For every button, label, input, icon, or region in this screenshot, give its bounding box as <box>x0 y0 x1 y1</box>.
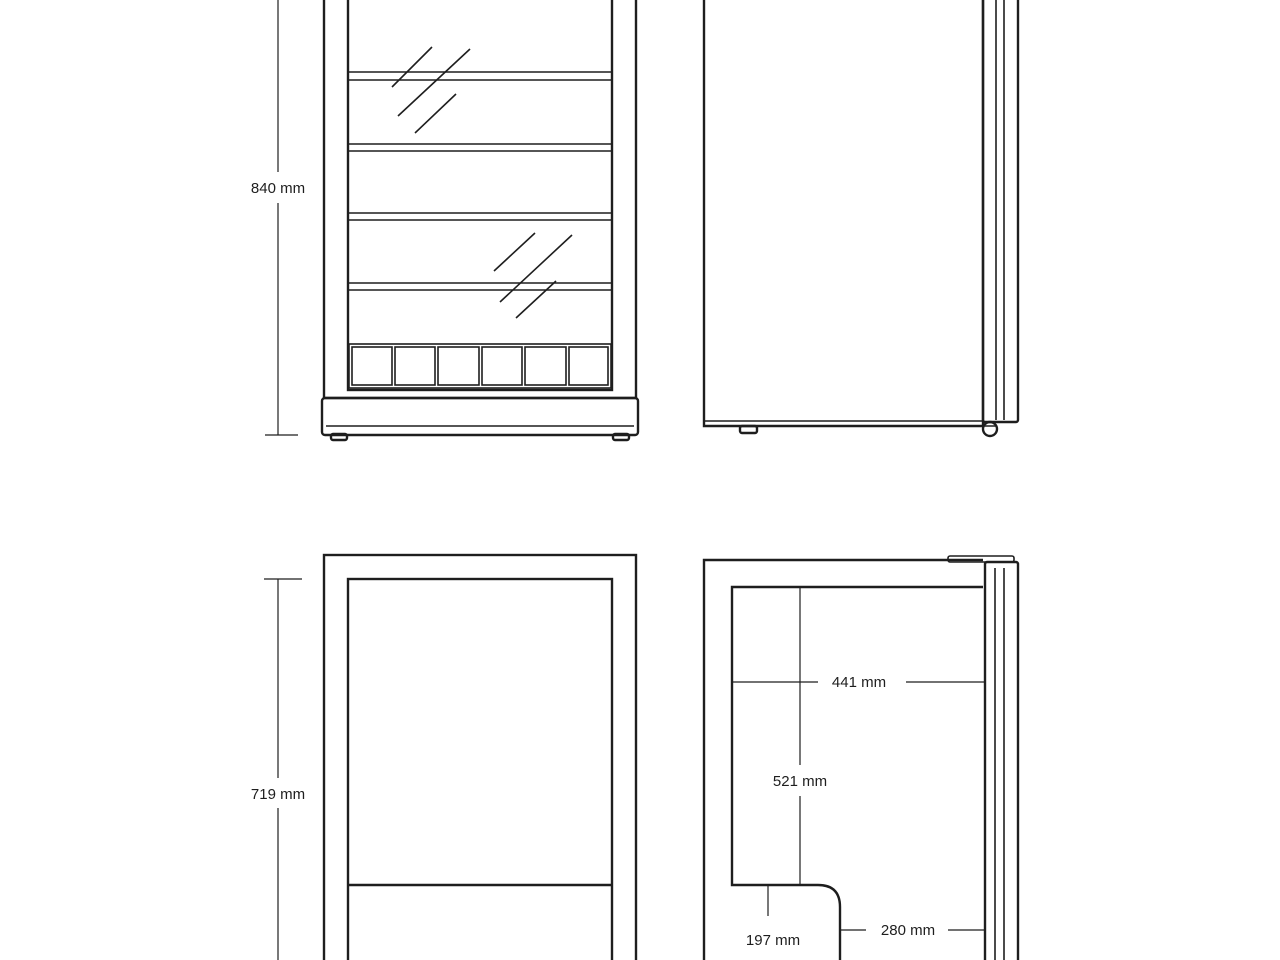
shelf <box>349 212 611 221</box>
crate <box>351 346 393 386</box>
glass-glare-mark <box>391 46 471 134</box>
front-cabinet-outline <box>322 0 638 400</box>
crate <box>524 346 567 386</box>
dimension-label-719: 719 mm <box>251 786 305 803</box>
shelves <box>349 71 611 291</box>
dimension-label-840: 840 mm <box>251 180 305 197</box>
top-hinge <box>947 555 1015 563</box>
shelf <box>349 143 611 152</box>
foot <box>329 432 349 442</box>
shelf <box>349 282 611 291</box>
dimension-label-441: 441 mm <box>832 674 886 691</box>
dimension-compressor-height: 197 mm <box>746 885 800 949</box>
dimension-depth-inner-top: 441 mm <box>732 674 985 691</box>
side-door-panel <box>981 0 1020 424</box>
crate <box>394 346 436 386</box>
front-view-glass-door <box>320 0 640 442</box>
glass-door-inner-frame <box>346 0 614 392</box>
dimension-height-door: 719 mm <box>251 578 305 960</box>
dimension-label-197: 197 mm <box>746 932 800 949</box>
dimension-height-total: 840 mm <box>251 0 305 436</box>
crate <box>481 346 523 386</box>
dimension-depth-inner-bottom: 280 mm <box>840 922 985 939</box>
side-view <box>702 0 1020 438</box>
glass-glare-mark <box>493 232 573 319</box>
door-hinge-knob <box>981 420 999 438</box>
dimension-height-inner: 521 mm <box>773 587 827 885</box>
dimension-label-280: 280 mm <box>881 922 935 939</box>
foot <box>738 424 759 435</box>
front-view-inner <box>322 553 638 960</box>
side-section-view: 441 mm 521 mm 197 mm 280 mm <box>702 555 1020 960</box>
side-section-door <box>983 560 1020 960</box>
crate <box>437 346 480 386</box>
base-crate-row <box>348 343 612 389</box>
shelf <box>349 71 611 81</box>
crate <box>568 346 609 386</box>
dimension-label-521: 521 mm <box>773 773 827 790</box>
inner-liner <box>730 585 983 960</box>
inner-compartment <box>346 577 614 960</box>
foot <box>611 432 631 442</box>
front-inner-cabinet-outline <box>322 553 638 960</box>
plinth <box>320 396 640 437</box>
